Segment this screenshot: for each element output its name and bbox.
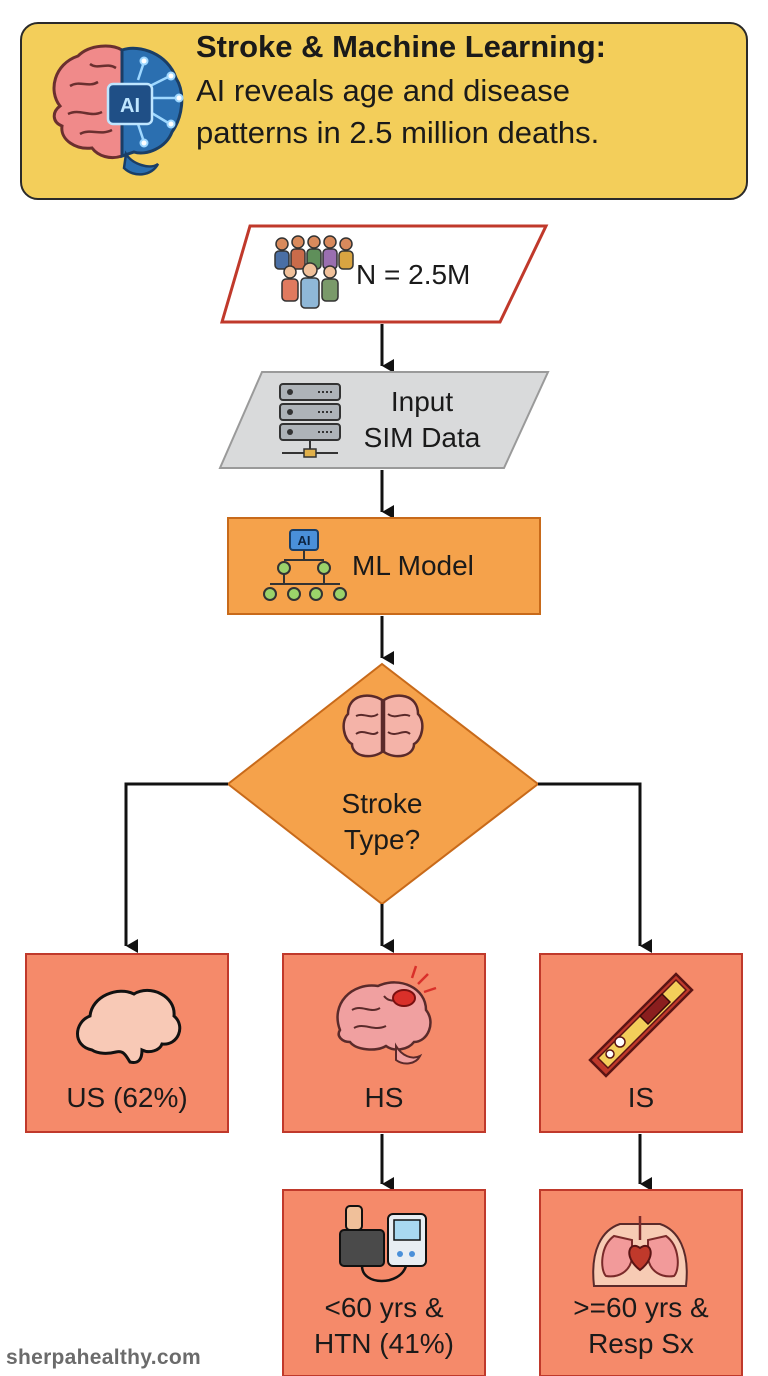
decision-label-line-2: Type? bbox=[343, 824, 421, 855]
is-detail-line-2: Resp Sx bbox=[588, 1328, 694, 1359]
decision-tree-icon: AI bbox=[263, 529, 347, 601]
hs-label: HS bbox=[364, 1082, 404, 1113]
brain-outline-icon bbox=[76, 988, 182, 1064]
hs-detail-line-1: <60 yrs & bbox=[324, 1292, 444, 1323]
artery-clot-icon bbox=[588, 972, 694, 1078]
population-label: N = 2.5M bbox=[356, 259, 471, 290]
watermark: sherpahealthy.com bbox=[6, 1346, 201, 1369]
header-subtitle-line-2: patterns in 2.5 million deaths. bbox=[196, 115, 600, 150]
model-chip-label: AI bbox=[298, 533, 311, 548]
is-detail-label: >=60 yrs & Resp Sx bbox=[540, 1290, 742, 1362]
is-detail-line-1: >=60 yrs & bbox=[573, 1292, 709, 1323]
hemorrhagic-brain-icon bbox=[336, 965, 437, 1065]
crowd-icon bbox=[274, 235, 354, 309]
input-label-line-2: SIM Data bbox=[363, 422, 481, 453]
decision-label-line-1: Stroke bbox=[341, 788, 423, 819]
header-subtitle: AI reveals age and disease patterns in 2… bbox=[196, 70, 716, 154]
ml-model-label: ML Model bbox=[352, 550, 474, 581]
header-title: Stroke & Machine Learning: bbox=[196, 29, 606, 64]
ai-chip-label: AI bbox=[120, 95, 140, 117]
is-label: IS bbox=[627, 1082, 655, 1113]
brain-icon bbox=[342, 694, 424, 758]
hs-detail-label: <60 yrs & HTN (41%) bbox=[283, 1290, 485, 1362]
decision-label: Stroke Type? bbox=[312, 786, 452, 858]
hs-detail-line-2: HTN (41%) bbox=[313, 1328, 454, 1359]
blood-pressure-monitor-icon bbox=[339, 1205, 427, 1283]
lungs-heart-icon bbox=[592, 1216, 688, 1287]
us-label: US (62%) bbox=[66, 1082, 188, 1113]
is-node bbox=[539, 953, 743, 1133]
ai-brain-icon: AI bbox=[52, 44, 184, 176]
input-label-line-1: Input bbox=[390, 386, 454, 417]
hs-detail-node bbox=[282, 1189, 486, 1376]
server-icon bbox=[279, 383, 341, 458]
header-subtitle-line-1: AI reveals age and disease bbox=[196, 73, 570, 108]
input-label: Input SIM Data bbox=[352, 384, 492, 456]
